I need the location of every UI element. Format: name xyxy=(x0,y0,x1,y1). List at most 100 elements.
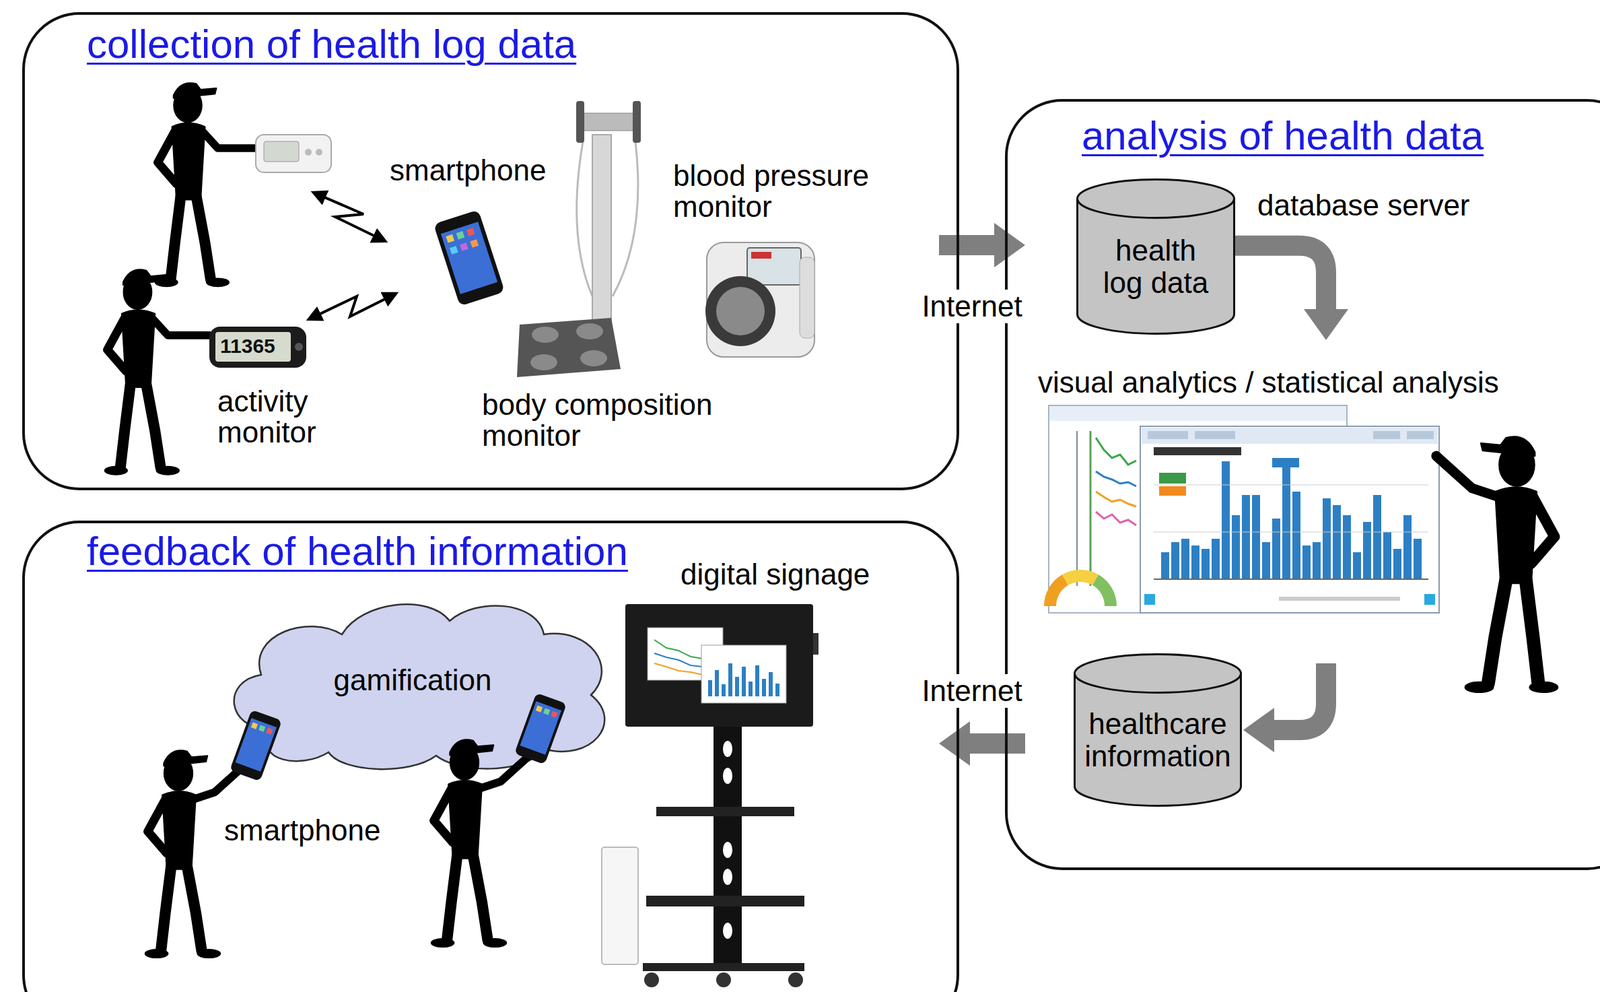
analysis-screenshot xyxy=(1140,426,1440,613)
device-label: body composition monitor xyxy=(481,389,738,451)
analysis-screenshot xyxy=(1272,518,1281,579)
analysis-screenshot xyxy=(1302,545,1311,579)
blood-pressure-device xyxy=(799,257,815,338)
body-composition-scale xyxy=(612,141,639,297)
person-figure xyxy=(154,82,260,287)
device-label: smartphone xyxy=(389,153,546,187)
display-reading: 11365 xyxy=(220,334,276,357)
device-label: blood pressure monitor xyxy=(673,160,896,223)
analysis-screenshot xyxy=(1312,541,1321,579)
analysis-screenshot xyxy=(1153,446,1242,456)
analysis-screenshot xyxy=(1231,514,1240,579)
stage-panel: feedback of health informationgamificati… xyxy=(22,520,960,992)
smartphone-icon xyxy=(440,221,498,294)
analysis-screenshot xyxy=(1352,551,1362,579)
pedometer xyxy=(209,326,307,368)
analysis-screenshot xyxy=(1181,538,1190,579)
analysis-screenshot xyxy=(1262,541,1271,579)
digital-signage-stand xyxy=(755,665,760,697)
pedometer xyxy=(215,331,291,362)
digital-signage-stand xyxy=(646,895,805,907)
body-composition-scale xyxy=(530,354,558,371)
node-text: gamification xyxy=(333,663,493,697)
pedometer xyxy=(294,342,303,351)
flow-arrow xyxy=(938,720,1026,766)
flow-arrow xyxy=(1303,308,1349,340)
flow-arrow xyxy=(968,733,1026,754)
wireless-zigzag xyxy=(313,192,386,241)
analysis-screenshot xyxy=(1282,461,1291,579)
analysis-screenshot xyxy=(1153,484,1429,486)
analysis-screenshot xyxy=(1050,579,1066,606)
person-figure xyxy=(1436,436,1559,693)
digital-signage-stand xyxy=(722,922,733,939)
database-cylinder: healthcare information xyxy=(1073,652,1242,807)
digital-signage-stand xyxy=(741,666,746,697)
panel-heading: analysis of health data xyxy=(1081,113,1484,159)
analysis-screenshot xyxy=(1424,593,1436,605)
digital-signage-stand xyxy=(644,971,659,987)
digital-signage-stand xyxy=(601,603,819,987)
analysis-screenshot xyxy=(1406,430,1434,439)
body-composition-scale xyxy=(516,100,641,377)
analysis-screenshot xyxy=(1161,551,1170,579)
pedometer xyxy=(209,326,307,368)
analysis-screenshot xyxy=(1221,461,1230,579)
analysis-screenshot xyxy=(1089,430,1092,586)
digital-signage-stand xyxy=(728,663,733,697)
digital-signage-stand xyxy=(716,971,732,987)
clip-activity-monitor xyxy=(304,148,312,156)
smartphone-icon xyxy=(445,234,455,243)
analysis-screenshot xyxy=(1048,405,1440,613)
analysis-screenshot xyxy=(1393,548,1402,579)
digital-signage-stand xyxy=(775,683,780,697)
gamification-cloud: gamification xyxy=(214,593,618,771)
analysis-screenshot xyxy=(1147,430,1189,439)
analysis-screenshot xyxy=(1095,511,1137,526)
body-composition-scale xyxy=(576,141,593,297)
device-label: activity monitor xyxy=(217,385,366,448)
node-text: health log data xyxy=(1098,234,1213,300)
digital-signage-stand xyxy=(748,681,753,697)
edge-label: Internet xyxy=(917,673,1026,707)
body-composition-scale xyxy=(580,113,637,131)
clip-activity-monitor xyxy=(263,141,299,162)
analysis-screenshot xyxy=(1171,541,1180,579)
clip-activity-monitor xyxy=(315,148,323,156)
flow-arrow xyxy=(1235,245,1327,311)
digital-signage-stand xyxy=(722,841,733,858)
device-label: digital signage xyxy=(680,557,870,591)
analysis-label: visual analytics / statistical analysis xyxy=(1037,365,1500,399)
flow-arrow xyxy=(938,720,970,766)
blood-pressure-device xyxy=(705,275,776,346)
smartphone-icon xyxy=(449,245,459,255)
digital-signage-stand xyxy=(713,726,742,969)
device-label: smartphone xyxy=(224,813,381,847)
body-composition-scale xyxy=(580,350,608,367)
digital-signage-stand xyxy=(642,962,805,971)
body-composition-scale xyxy=(632,100,641,143)
analysis-screenshot xyxy=(1201,548,1210,579)
server-label: database server xyxy=(1257,188,1471,222)
smartphone-icon xyxy=(466,227,476,237)
blood-pressure-device xyxy=(716,286,765,336)
person-figure xyxy=(104,269,210,475)
wireless-zigzag xyxy=(308,293,396,320)
smartphone-icon xyxy=(469,238,479,248)
body-composition-scale xyxy=(516,317,621,377)
person-figure xyxy=(1436,436,1559,693)
analysis-screenshot xyxy=(1403,514,1412,579)
cylinder-outline xyxy=(1077,179,1235,219)
analysis-screenshot xyxy=(1095,579,1112,606)
analysis-screenshot xyxy=(1251,494,1261,579)
analysis-screenshot xyxy=(1076,430,1078,586)
smartphone-icon xyxy=(433,209,505,306)
analysis-screenshot xyxy=(1144,593,1156,605)
clip-activity-monitor xyxy=(255,134,332,173)
analysis-screenshot xyxy=(1211,538,1220,579)
body-composition-scale xyxy=(576,100,585,143)
analysis-screenshot xyxy=(1278,596,1401,601)
digital-signage-stand xyxy=(813,632,819,655)
flow-arrow xyxy=(1272,663,1327,730)
